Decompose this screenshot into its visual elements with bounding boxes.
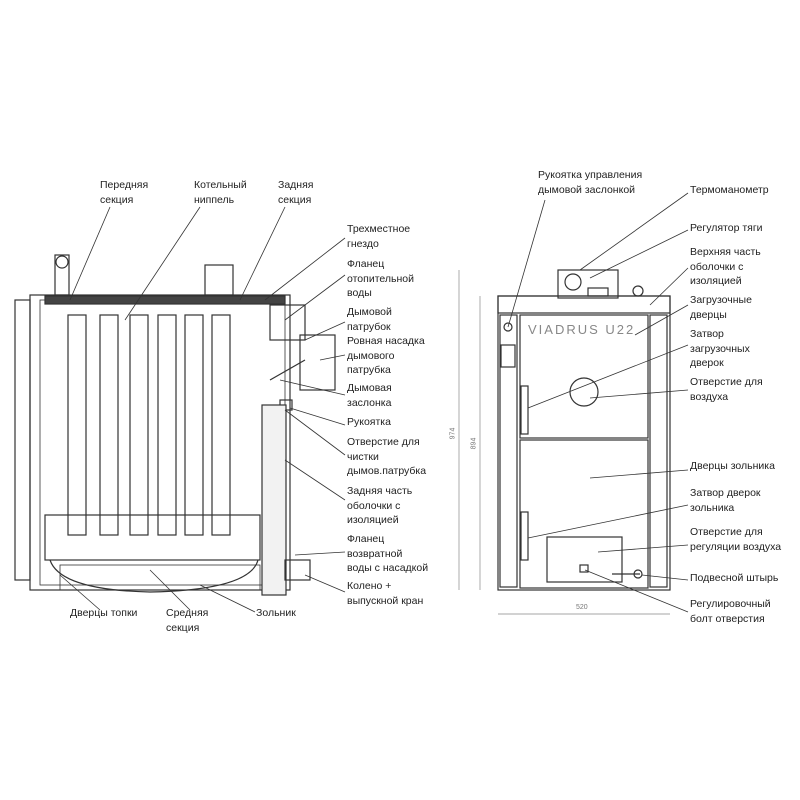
dimension-total-height: 974 <box>449 427 457 440</box>
label-draft-regulator: Регулятор тяги <box>690 222 763 234</box>
label-air-opening: Отверстие для воздуха <box>690 376 763 403</box>
boiler-front-drawing <box>497 269 671 591</box>
label-elbow-drain-valve: Колено + выпускной кран <box>347 580 424 607</box>
boiler-section-tube <box>67 314 87 536</box>
label-triple-socket: Трехместное гнездо <box>347 223 411 250</box>
boiler-section-tube <box>211 314 231 536</box>
label-rear-casing: Задняя часть оболочки с изоляцией <box>347 485 413 526</box>
label-handle: Рукоятка <box>347 416 391 428</box>
boiler-section-tube <box>157 314 177 536</box>
dimension-body-height: 894 <box>470 437 478 450</box>
label-cleaning-opening: Отверстие для чистки дымов.патрубка <box>347 436 427 477</box>
boiler-section-tube <box>99 314 119 536</box>
leader-lines <box>59 192 689 613</box>
label-boiler-nipple: Котельный ниппель <box>194 179 247 206</box>
label-ash-door-latch: Затвор дверок зольника <box>690 487 761 514</box>
label-ash-pan: Зольник <box>256 607 296 619</box>
brand-label: VIADRUS U22 <box>528 322 636 337</box>
label-rear-section: Задняя секция <box>278 179 314 206</box>
label-return-water-flange: Фланец возвратной воды с насадкой <box>347 533 429 574</box>
label-loading-doors: Загрузочные дверцы <box>690 294 752 321</box>
boiler-section-drawing <box>14 254 336 596</box>
label-loading-door-latch: Затвор загрузочных дверок <box>690 328 750 369</box>
label-heating-water-flange: Фланец отопительной воды <box>347 258 414 299</box>
label-front-section: Передняя секция <box>100 179 149 206</box>
label-flue-pipe: Дымовой патрубок <box>347 306 392 333</box>
label-adjusting-bolt: Регулировочный болт отверстия <box>690 598 771 625</box>
boiler-section-tube <box>129 314 149 536</box>
label-middle-section: Средняя секция <box>166 607 209 634</box>
label-firebox-doors: Дверцы топки <box>70 607 138 619</box>
label-upper-casing: Верхняя часть оболочки с изоляцией <box>690 246 761 287</box>
label-ash-doors: Дверцы зольника <box>690 460 775 472</box>
label-flue-damper: Дымовая заслонка <box>347 382 392 409</box>
dimension-width: 520 <box>576 604 588 611</box>
dimension-lines <box>458 270 670 615</box>
boiler-section-tube <box>184 314 204 536</box>
label-damper-control-handle: Рукоятка управления дымовой заслонкой <box>538 169 643 196</box>
label-hanging-pin: Подвесной штырь <box>690 572 779 584</box>
label-thermomanometer: Термоманометр <box>690 184 769 196</box>
label-flue-pipe-attachment: Ровная насадка дымового патрубка <box>347 335 425 376</box>
label-air-regulation-opening: Отверстие для регуляции воздуха <box>690 526 782 553</box>
